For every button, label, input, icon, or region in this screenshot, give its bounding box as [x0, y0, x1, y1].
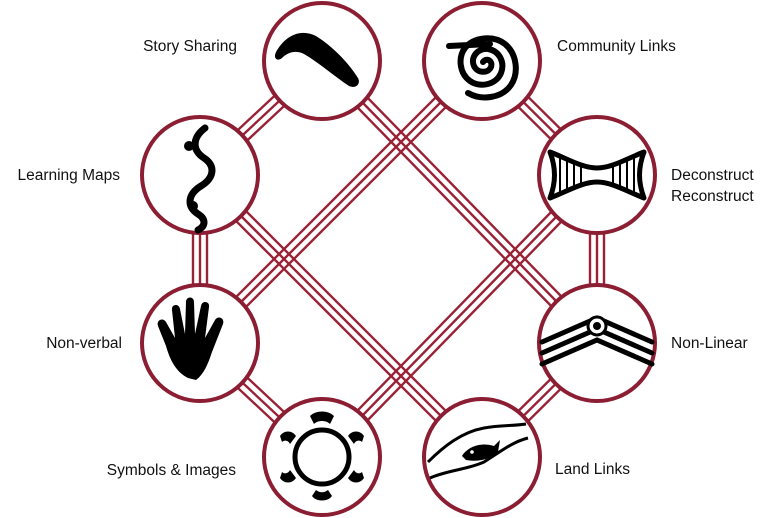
label-non-verbal: Non-verbal — [46, 335, 122, 352]
bent-lines-icon — [539, 315, 655, 367]
label-story-sharing: Story Sharing — [143, 38, 237, 55]
wavy-path-icon — [184, 124, 216, 234]
label-learning-maps: Learning Maps — [17, 167, 120, 184]
connector-line-be-2 — [194, 55, 478, 339]
label-non-linear: Non-Linear — [671, 335, 748, 352]
connector-line-be-0 — [204, 65, 488, 349]
hand-icon — [157, 297, 224, 380]
learning-maps-circle — [140, 115, 260, 235]
node-community-links — [422, 1, 542, 121]
connector-line-dg-0 — [326, 179, 603, 463]
connector-line-be-1 — [199, 60, 483, 344]
label-symbols-images: Symbols & Images — [107, 462, 236, 479]
node-deconstruct-reconstruct — [537, 115, 657, 235]
label-community-links: Community Links — [557, 38, 676, 55]
connector-line-ch-1 — [199, 174, 483, 458]
node-symbols-images — [262, 397, 382, 517]
node-learning-maps — [140, 115, 260, 235]
connector-line-af-0 — [326, 55, 603, 339]
node-non-verbal — [140, 283, 260, 403]
node-non-linear — [537, 283, 657, 403]
connector-line-af-2 — [316, 65, 593, 349]
connector-line-dg-1 — [321, 174, 598, 458]
deconstruct-reconstruct-circle — [537, 115, 657, 235]
spiral-icon — [446, 35, 519, 101]
river-fish-icon — [426, 422, 529, 480]
connector-line-ch-2 — [194, 179, 478, 463]
label-land-links: Land Links — [555, 461, 630, 478]
label-deconstruct: Deconstruct — [671, 167, 754, 184]
node-land-links — [422, 397, 542, 517]
bowtie-icon — [547, 149, 647, 201]
connector-line-dg-2 — [316, 169, 593, 453]
turtle-circle-icon — [280, 411, 364, 501]
label-reconstruct: Reconstruct — [671, 188, 754, 205]
connector-lines — [191, 55, 606, 463]
node-story-sharing — [262, 1, 382, 121]
connector-line-af-1 — [321, 60, 598, 344]
non-linear-circle — [537, 283, 657, 403]
boomerang-icon — [274, 32, 359, 87]
symbols-images-circle — [262, 397, 382, 517]
connector-line-ch-0 — [204, 169, 488, 453]
